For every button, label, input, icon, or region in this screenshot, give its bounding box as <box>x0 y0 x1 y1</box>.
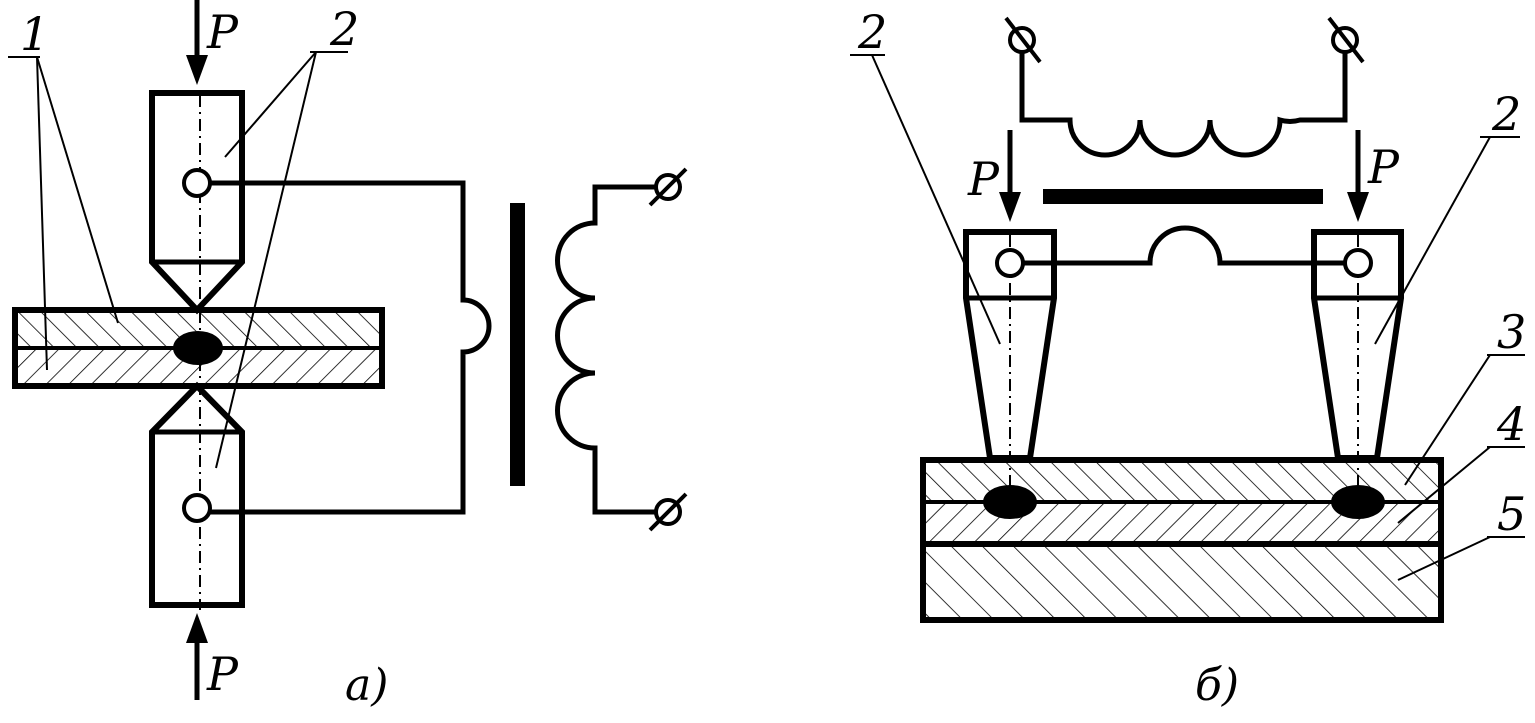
force-arrow-bottom <box>186 613 208 700</box>
right-electrode <box>1311 229 1404 461</box>
force-label-left: P <box>967 152 1000 206</box>
callout-5: 5 <box>1497 487 1526 541</box>
layer-5 <box>923 544 1441 620</box>
primary-coil-b <box>1019 42 1348 158</box>
callout-2-left: 2 <box>857 5 887 59</box>
primary-coil <box>555 184 668 515</box>
leader-2-right <box>1374 136 1520 345</box>
leader-3 <box>1404 354 1525 486</box>
diagram-a: P P 1 2 а) <box>8 0 688 711</box>
bottom-electrode <box>149 381 245 608</box>
secondary-circuit-b <box>1022 225 1345 266</box>
secondary-circuit <box>210 180 492 515</box>
layers-outline <box>920 457 1444 623</box>
force-arrow-right <box>1347 130 1369 222</box>
weld-nugget-left <box>983 485 1037 519</box>
caption-a: а) <box>345 660 388 711</box>
callout-1: 1 <box>20 7 49 61</box>
leader-lines-2 <box>215 51 348 469</box>
leader-5 <box>1397 536 1525 581</box>
leader-lines-1 <box>8 56 119 371</box>
caption-b: б) <box>1195 660 1239 711</box>
callout-3: 3 <box>1497 305 1526 359</box>
weld-nugget <box>173 331 223 365</box>
force-arrow-top <box>186 0 208 85</box>
right-terminal <box>1343 248 1373 278</box>
terminal-left-icon <box>1004 16 1042 64</box>
top-electrode <box>149 90 245 315</box>
terminal-bottom-icon <box>648 492 688 532</box>
callout-2: 2 <box>329 2 359 56</box>
bottom-terminal <box>182 493 212 523</box>
leader-4 <box>1397 446 1525 524</box>
base-layers <box>920 457 1444 623</box>
transformer-core-b <box>1043 189 1323 204</box>
diagram-b: P P 2 2 3 4 5 б) <box>850 5 1526 711</box>
force-arrow-left <box>999 130 1021 222</box>
callout-4: 4 <box>1496 397 1526 451</box>
terminal-top-icon <box>648 167 688 207</box>
leader-2-left <box>850 54 1001 345</box>
force-label-right: P <box>1367 140 1400 194</box>
weld-nugget-right <box>1331 485 1385 519</box>
force-label-bottom: P <box>206 647 239 701</box>
force-label-top: P <box>206 5 239 59</box>
terminal-right-icon <box>1327 16 1365 64</box>
left-terminal <box>995 248 1025 278</box>
transformer-core <box>510 203 525 486</box>
callout-2-right: 2 <box>1491 87 1521 141</box>
top-terminal <box>182 168 212 198</box>
